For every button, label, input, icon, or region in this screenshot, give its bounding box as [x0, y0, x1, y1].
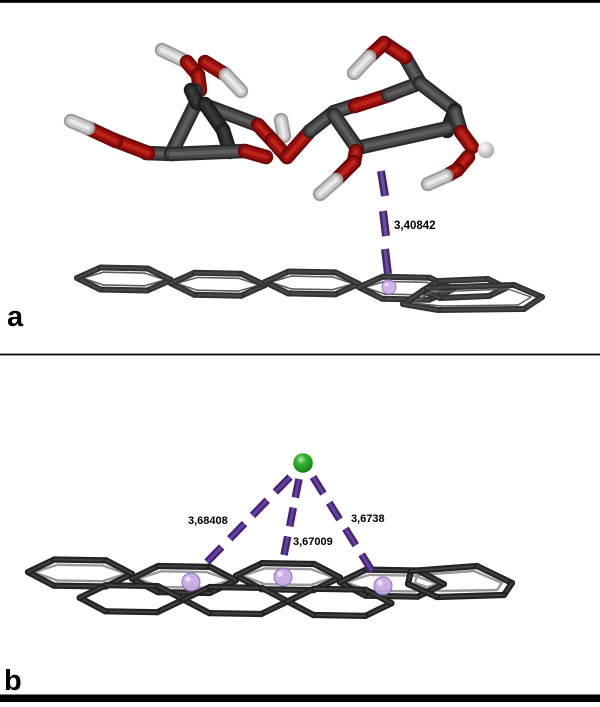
svg-text:3,40842: 3,40842: [394, 220, 436, 232]
svg-text:b: b: [4, 665, 22, 697]
svg-text:3,6738: 3,6738: [351, 513, 385, 525]
svg-text:3,68408: 3,68408: [188, 515, 228, 527]
svg-text:a: a: [7, 301, 24, 333]
svg-text:3,67009: 3,67009: [293, 536, 333, 548]
